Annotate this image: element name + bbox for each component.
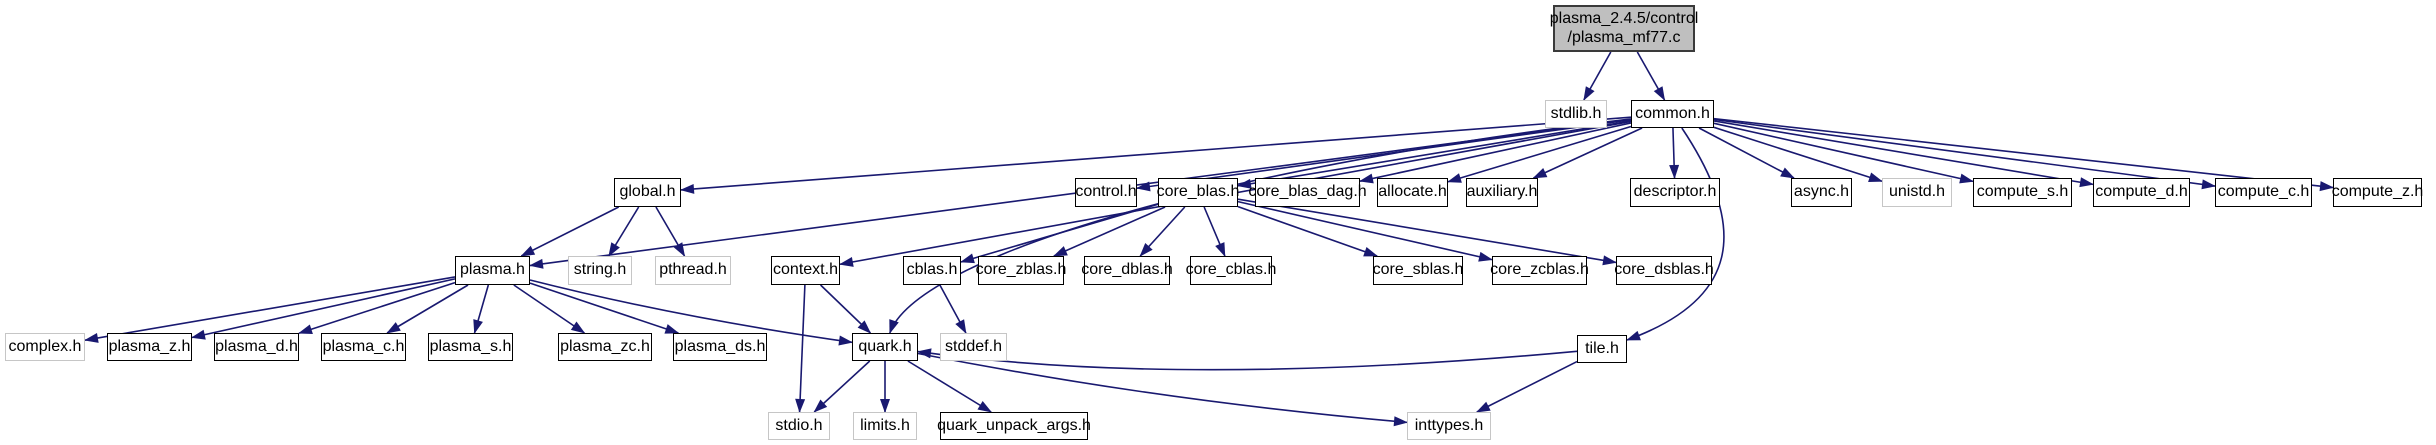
node-compute_c_h[interactable]: compute_c.h <box>2215 178 2312 207</box>
edge-common_h-to-compute_c_h <box>1713 118 2216 190</box>
edge-plasma_mf77_c-to-common_h <box>1636 51 1666 101</box>
edge-tile_h-to-quark_h <box>917 348 1578 371</box>
node-core_dblas_h[interactable]: core_dblas.h <box>1081 256 1173 285</box>
node-common_h[interactable]: common.h <box>1631 100 1714 128</box>
edge-common_h-to-core_blas_h <box>1237 120 1632 189</box>
edge-common_h-to-allocate_h <box>1447 125 1632 183</box>
node-core_zblas_h[interactable]: core_zblas.h <box>976 256 1066 285</box>
node-stdio_h: stdio.h <box>768 412 830 440</box>
node-plasma_zc_h[interactable]: plasma_zc.h <box>558 333 652 361</box>
node-limits_h: limits.h <box>853 412 917 440</box>
node-core_blas_h[interactable]: core_blas.h <box>1157 178 1239 207</box>
edge-plasma_h-to-plasma_zc_h <box>513 284 586 334</box>
edge-plasma_h-to-plasma_ds_h <box>529 282 680 334</box>
node-core_cblas_h[interactable]: core_cblas.h <box>1186 256 1276 285</box>
edge-common_h-to-auxiliary_h <box>1532 127 1643 179</box>
node-compute_z_h[interactable]: compute_z.h <box>2332 178 2423 207</box>
edge-global_h-to-plasma_h <box>520 206 620 257</box>
edge-plasma_h-to-plasma_d_h <box>298 281 456 334</box>
edge-core_blas_h-to-cblas_h <box>960 203 1159 264</box>
node-inttypes_h: inttypes.h <box>1407 412 1491 440</box>
node-control_h[interactable]: control.h <box>1075 178 1137 207</box>
node-plasma_s_h[interactable]: plasma_s.h <box>428 333 513 361</box>
edge-global_h-to-string_h <box>608 206 640 257</box>
edge-common_h-to-unistd_h <box>1713 126 1883 183</box>
edge-plasma_h-to-plasma_c_h <box>386 284 469 334</box>
edge-core_blas_h-to-core_zblas_h <box>1052 206 1166 257</box>
edge-plasma_h-to-complex_h <box>84 276 456 343</box>
node-compute_s_h[interactable]: compute_s.h <box>1973 178 2072 207</box>
edge-plasma_mf77_c-to-stdlib_h <box>1583 51 1612 101</box>
edge-core_blas_h-to-core_dblas_h <box>1139 206 1186 257</box>
edge-common_h-to-core_blas_dag_h <box>1359 122 1632 184</box>
edge-plasma_h-to-quark_h <box>529 279 853 346</box>
node-plasma_d_h[interactable]: plasma_d.h <box>214 333 299 361</box>
node-auxiliary_h[interactable]: auxiliary.h <box>1466 178 1538 207</box>
edge-global_h-to-pthread_h <box>655 206 686 257</box>
edge-common_h-to-async_h <box>1698 127 1795 179</box>
node-pthread_h: pthread.h <box>655 256 731 285</box>
edge-core_blas_h-to-core_cblas_h <box>1203 206 1226 257</box>
node-stddef_h: stddef.h <box>940 333 1007 361</box>
node-descriptor_h[interactable]: descriptor.h <box>1630 178 1720 207</box>
edge-common_h-to-descriptor_h <box>1669 127 1680 179</box>
edge-common_h-to-compute_d_h <box>1713 120 2094 188</box>
edge-common_h-to-control_h <box>1136 118 1632 192</box>
edge-plasma_h-to-plasma_s_h <box>473 284 490 334</box>
node-global_h[interactable]: global.h <box>614 178 681 207</box>
edge-quark_h-to-stdio_h <box>813 360 871 413</box>
edge-quark_h-to-quark_unpack_args_h <box>907 360 992 413</box>
edge-common_h-to-quark_h <box>889 118 1632 334</box>
edge-quark_h-to-inttypes_h <box>917 352 1408 427</box>
node-complex_h: complex.h <box>5 333 85 361</box>
node-plasma_ds_h[interactable]: plasma_ds.h <box>673 333 767 361</box>
node-stdlib_h: stdlib.h <box>1545 100 1607 128</box>
node-unistd_h: unistd.h <box>1882 178 1952 207</box>
edge-plasma_h-to-plasma_z_h <box>191 278 456 340</box>
node-compute_d_h[interactable]: compute_d.h <box>2093 178 2190 207</box>
node-cblas_h[interactable]: cblas.h <box>903 256 961 285</box>
edge-common_h-to-compute_s_h <box>1713 122 1974 184</box>
node-quark_unpack_args_h[interactable]: quark_unpack_args.h <box>937 412 1091 440</box>
edge-common_h-to-tile_h <box>1626 127 1725 341</box>
node-core_zcblas_h[interactable]: core_zcblas.h <box>1490 256 1589 285</box>
edge-context_h-to-stdio_h <box>795 284 806 413</box>
edge-tile_h-to-inttypes_h <box>1475 360 1578 413</box>
node-async_h[interactable]: async.h <box>1791 178 1852 207</box>
node-core_dsblas_h[interactable]: core_dsblas.h <box>1614 256 1714 285</box>
edge-common_h-to-compute_z_h <box>1713 117 2334 192</box>
node-quark_h[interactable]: quark.h <box>852 333 918 361</box>
node-tile_h[interactable]: tile.h <box>1577 335 1627 363</box>
node-context_h[interactable]: context.h <box>771 256 840 285</box>
edge-core_blas_h-to-core_dsblas_h <box>1237 198 1617 266</box>
edge-core_blas_h-to-core_zcblas_h <box>1237 200 1493 262</box>
node-plasma_mf77_c: plasma_2.4.5/control /plasma_mf77.c <box>1550 5 1698 52</box>
edge-context_h-to-quark_h <box>820 284 872 334</box>
node-plasma_h[interactable]: plasma.h <box>455 256 530 285</box>
node-plasma_c_h[interactable]: plasma_c.h <box>321 333 406 361</box>
edge-cblas_h-to-stddef_h <box>939 284 967 334</box>
node-core_sblas_h[interactable]: core_sblas.h <box>1373 256 1463 285</box>
edge-core_blas_h-to-core_sblas_h <box>1237 205 1379 257</box>
node-core_blas_dag_h[interactable]: core_blas_dag.h <box>1248 178 1367 207</box>
edge-common_h-to-global_h <box>680 116 1632 194</box>
node-string_h: string.h <box>568 256 632 285</box>
node-plasma_z_h[interactable]: plasma_z.h <box>107 333 192 361</box>
node-allocate_h[interactable]: allocate.h <box>1377 178 1448 207</box>
